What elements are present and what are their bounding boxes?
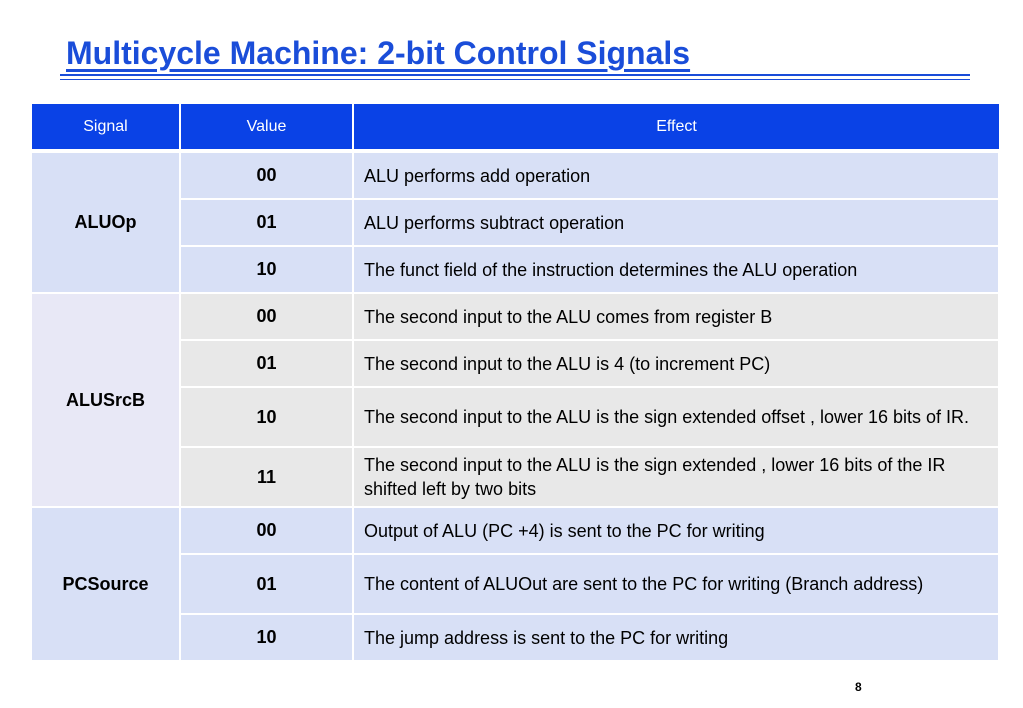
value-cell: 01 xyxy=(180,198,354,246)
signal-cell-aluop: ALUOp xyxy=(32,149,181,293)
effect-cell: Output of ALU (PC +4) is sent to the PC … xyxy=(353,506,1000,554)
table-row: ALUSrcB 00 The second input to the ALU c… xyxy=(32,292,1000,507)
value-cell: 11 xyxy=(180,446,354,507)
table-row: 11 The second input to the ALU is the si… xyxy=(32,446,1000,507)
effect-cell: The content of ALUOut are sent to the PC… xyxy=(353,553,1000,614)
value-cell: 10 xyxy=(180,245,354,293)
table-header-row: Signal Value Effect xyxy=(32,104,999,151)
value-cell: 10 xyxy=(180,613,354,660)
effect-cell: The jump address is sent to the PC for w… xyxy=(353,613,1000,660)
effect-cell: The second input to the ALU is 4 (to inc… xyxy=(353,339,1000,387)
effect-cell: The second input to the ALU is the sign … xyxy=(353,446,1000,507)
value-cell: 00 xyxy=(180,506,354,554)
control-signals-table: Signal Value Effect ALUOp 00 ALU perform… xyxy=(32,104,1000,660)
header-effect: Effect xyxy=(353,104,999,151)
value-cell: 00 xyxy=(180,292,354,340)
effect-cell: The second input to the ALU comes from r… xyxy=(353,292,1000,340)
effect-cell: ALU performs subtract operation xyxy=(353,198,1000,246)
value-cell: 01 xyxy=(180,553,354,614)
table-row: 10 The second input to the ALU is the si… xyxy=(32,386,1000,447)
table-row: 10 The jump address is sent to the PC fo… xyxy=(32,613,1000,660)
table-row: ALUOp 00 ALU performs add operation xyxy=(32,149,1000,293)
header-value: Value xyxy=(180,104,354,151)
effect-cell: The funct field of the instruction deter… xyxy=(353,245,1000,293)
effect-cell: The second input to the ALU is the sign … xyxy=(353,386,1000,447)
signal-cell-pcsource: PCSource xyxy=(32,506,181,660)
slide-title-text: Multicycle Machine: 2-bit Control Signal… xyxy=(66,35,691,71)
table-row: PCSource 00 Output of ALU (PC +4) is sen… xyxy=(32,506,1000,660)
table-row: 01 The content of ALUOut are sent to the… xyxy=(32,553,1000,614)
page-number: 8 xyxy=(855,680,862,694)
signal-cell-alusrcb: ALUSrcB xyxy=(32,292,181,507)
value-cell: 00 xyxy=(180,149,354,199)
value-cell: 01 xyxy=(180,339,354,387)
value-cell: 10 xyxy=(180,386,354,447)
table-row: 01 The second input to the ALU is 4 (to … xyxy=(32,339,1000,387)
table-row: 10 The funct field of the instruction de… xyxy=(32,245,1000,293)
header-signal: Signal xyxy=(32,104,181,151)
slide-title: Multicycle Machine: 2-bit Control Signal… xyxy=(60,34,970,76)
table-row: 01 ALU performs subtract operation xyxy=(32,198,1000,246)
effect-cell: ALU performs add operation xyxy=(353,149,1000,199)
